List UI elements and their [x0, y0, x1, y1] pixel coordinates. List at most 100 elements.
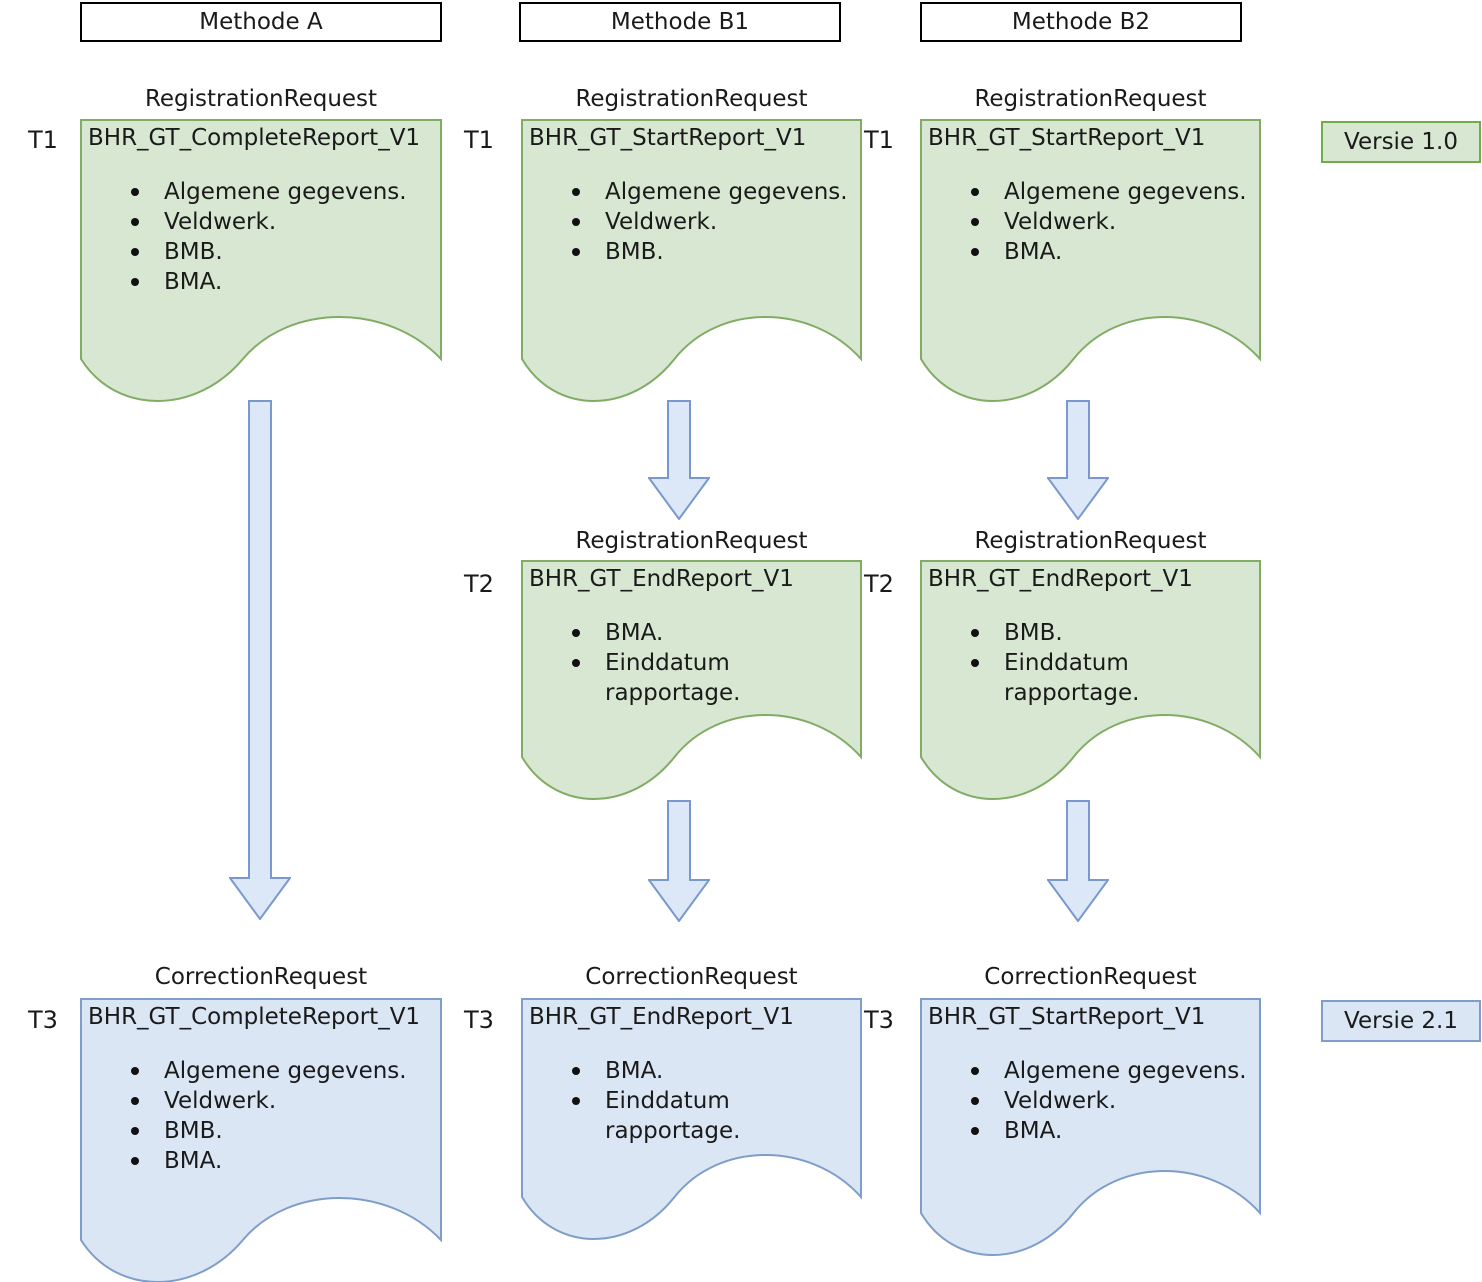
document-shape	[521, 119, 862, 402]
document-shape	[80, 998, 442, 1282]
bullet-icon	[128, 1056, 164, 1086]
bullet-icon	[128, 1116, 164, 1146]
bullet-item: Einddatum rapportage.	[569, 648, 852, 708]
bullet-text: Einddatum rapportage.	[605, 650, 741, 706]
bullet-icon	[569, 648, 605, 708]
request-type-label: CorrectionRequest	[585, 964, 798, 990]
bullet-text: BMB.	[164, 239, 223, 265]
column-header-label: Methode A	[199, 9, 323, 35]
bullet-text: Algemene gegevens.	[164, 179, 407, 205]
column-header-label: Methode B1	[610, 9, 750, 35]
document-shape	[920, 998, 1261, 1256]
document-title: BHR_GT_EndReport_V1	[529, 1004, 794, 1030]
document-bullets: Algemene gegevens. Veldwerk. BMB.	[521, 177, 862, 267]
down-arrow-icon	[1047, 800, 1109, 922]
document-methode-b2-t2: BHR_GT_EndReport_V1 BMB. Einddatum rappo…	[920, 560, 1261, 801]
bullet-item: Algemene gegevens.	[968, 177, 1251, 207]
bullet-icon	[128, 267, 164, 297]
timestamp-label: T1	[864, 126, 894, 154]
version-badge-label: Versie 1.0	[1344, 129, 1458, 155]
bullet-text: BMB.	[164, 1118, 223, 1144]
bullet-item: Veldwerk.	[128, 1086, 432, 1116]
bullet-text: BMB.	[605, 239, 664, 265]
bullet-item: BMA.	[569, 1056, 852, 1086]
version-badge-1-0: Versie 1.0	[1321, 121, 1481, 163]
bullet-icon	[968, 648, 1004, 708]
document-bullets: BMA. Einddatum rapportage.	[521, 1056, 862, 1146]
bullet-icon	[968, 1056, 1004, 1086]
request-type-label: RegistrationRequest	[575, 86, 808, 112]
bullet-text: BMA.	[1004, 239, 1063, 265]
bullet-item: Algemene gegevens.	[968, 1056, 1251, 1086]
bullet-text: Veldwerk.	[164, 1088, 277, 1114]
timestamp-label: T1	[464, 126, 494, 154]
bullet-text: Veldwerk.	[164, 209, 277, 235]
document-bullets: Algemene gegevens. Veldwerk. BMB. BMA.	[80, 1056, 442, 1176]
timestamp-label: T2	[864, 570, 894, 598]
bullet-item: BMA.	[128, 267, 432, 297]
timestamp-label: T3	[464, 1006, 494, 1034]
bullet-text: Algemene gegevens.	[164, 1058, 407, 1084]
document-bullets: BMB. Einddatum rapportage.	[920, 618, 1261, 708]
column-header-methode-b1: Methode B1	[519, 2, 841, 42]
bullet-item: Veldwerk.	[569, 207, 852, 237]
bullet-icon	[128, 1086, 164, 1116]
request-type-label: CorrectionRequest	[154, 964, 368, 990]
bullet-item: BMB.	[128, 1116, 432, 1146]
bullet-item: Algemene gegevens.	[128, 177, 432, 207]
bullet-item: Einddatum rapportage.	[968, 648, 1251, 708]
column-header-label: Methode B2	[1011, 9, 1151, 35]
document-methode-b1-t1: BHR_GT_StartReport_V1 Algemene gegevens.…	[521, 119, 862, 403]
timestamp-label: T3	[864, 1006, 894, 1034]
document-shape	[521, 560, 862, 800]
document-title: BHR_GT_EndReport_V1	[529, 566, 794, 592]
bullet-text: Veldwerk.	[605, 209, 718, 235]
request-type-label: CorrectionRequest	[984, 964, 1197, 990]
bullet-item: BMA.	[968, 237, 1251, 267]
bullet-icon	[569, 237, 605, 267]
bullet-text: BMA.	[164, 269, 223, 295]
timestamp-label: T1	[28, 126, 58, 154]
bullet-icon	[128, 207, 164, 237]
bullet-icon	[569, 618, 605, 648]
bullet-item: Veldwerk.	[968, 1086, 1251, 1116]
bullet-text: Algemene gegevens.	[1004, 179, 1247, 205]
request-type-label: RegistrationRequest	[575, 528, 808, 554]
document-bullets: Algemene gegevens. Veldwerk. BMA.	[920, 1056, 1261, 1146]
bullet-text: BMA.	[164, 1148, 223, 1174]
down-arrow-icon	[648, 800, 710, 922]
document-bullets: Algemene gegevens. Veldwerk. BMB. BMA.	[80, 177, 442, 297]
document-bullets: Algemene gegevens. Veldwerk. BMA.	[920, 177, 1261, 267]
document-methode-b2-t3: BHR_GT_StartReport_V1 Algemene gegevens.…	[920, 998, 1261, 1257]
bullet-icon	[128, 1146, 164, 1176]
document-methode-b1-t3: BHR_GT_EndReport_V1 BMA. Einddatum rappo…	[521, 998, 862, 1241]
document-methode-a-t3: BHR_GT_CompleteReport_V1 Algemene gegeve…	[80, 998, 442, 1282]
bullet-icon	[968, 207, 1004, 237]
bullet-icon	[968, 1086, 1004, 1116]
bullet-text: BMB.	[1004, 620, 1063, 646]
column-header-methode-b2: Methode B2	[920, 2, 1242, 42]
bullet-icon	[569, 1086, 605, 1146]
document-title: BHR_GT_CompleteReport_V1	[88, 125, 421, 151]
bullet-item: Algemene gegevens.	[569, 177, 852, 207]
bullet-item: Einddatum rapportage.	[569, 1086, 852, 1146]
bullet-text: BMA.	[605, 620, 664, 646]
bullet-item: Veldwerk.	[128, 207, 432, 237]
bullet-text: Veldwerk.	[1004, 209, 1117, 235]
request-type-label: RegistrationRequest	[144, 86, 378, 112]
document-shape	[920, 560, 1261, 800]
bullet-icon	[569, 1056, 605, 1086]
document-shape	[80, 119, 442, 402]
bullet-item: BMB.	[968, 618, 1251, 648]
timestamp-label: T3	[28, 1006, 58, 1034]
document-methode-b2-t1: BHR_GT_StartReport_V1 Algemene gegevens.…	[920, 119, 1261, 403]
bullet-icon	[968, 237, 1004, 267]
down-arrow-icon	[1047, 400, 1109, 520]
bullet-item: Veldwerk.	[968, 207, 1251, 237]
bullet-text: Algemene gegevens.	[1004, 1058, 1247, 1084]
bullet-icon	[128, 237, 164, 267]
document-title: BHR_GT_EndReport_V1	[928, 566, 1193, 592]
bullet-item: BMA.	[968, 1116, 1251, 1146]
request-type-label: RegistrationRequest	[974, 528, 1207, 554]
